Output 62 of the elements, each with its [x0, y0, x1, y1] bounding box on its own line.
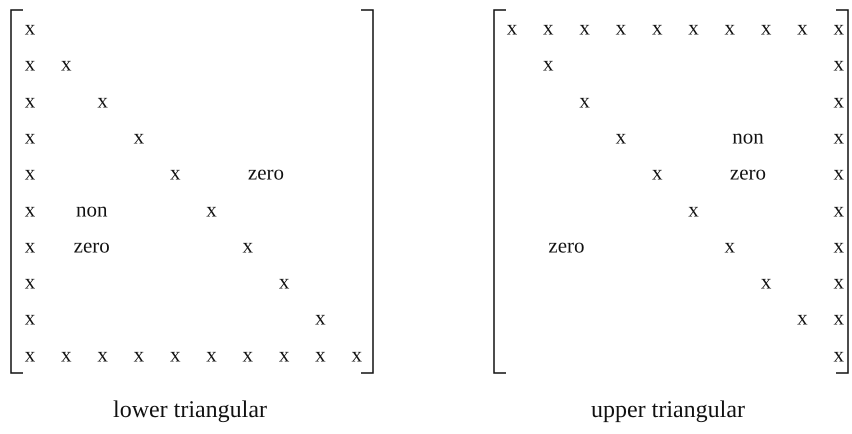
matrix-entry: x [315, 344, 326, 366]
region-label: zero [730, 162, 766, 184]
matrix-entry: x [24, 272, 36, 293]
matrix-entry: x [579, 18, 590, 38]
matrix-entry: x [61, 54, 72, 75]
matrix-entry: x [833, 308, 844, 329]
matrix-entry: x [24, 54, 36, 75]
region-label: zero [74, 235, 110, 256]
matrix-entry: x [351, 344, 362, 366]
matrix-entry: x [833, 126, 844, 148]
matrix-entry: x [315, 308, 326, 329]
matrix-entry: x [170, 344, 180, 366]
matrix-entry: x [242, 235, 254, 256]
matrix-entry: x [242, 344, 254, 366]
matrix-entry: x [24, 90, 36, 112]
matrix-entry: x [833, 162, 844, 184]
matrix-entry: x [24, 162, 36, 184]
matrix-entry: x [134, 344, 144, 366]
matrix-entry: x [616, 18, 626, 38]
matrix-entry: x [134, 126, 144, 148]
matrix-entry: x [616, 126, 626, 148]
matrix-entry: x [97, 90, 108, 112]
matrix-entry: x [97, 344, 108, 366]
region-label: zero [248, 162, 284, 184]
matrix-entry: x [206, 199, 217, 220]
matrix-entry: x [833, 344, 844, 366]
matrix-entry: x [760, 18, 772, 38]
matrix-entry: x [833, 199, 844, 220]
matrix-entry: x [724, 18, 736, 38]
matrix-entry: x [278, 344, 290, 366]
matrix-entry: x [278, 272, 290, 293]
region-label: zero [548, 235, 584, 256]
matrix-entry: x [24, 199, 36, 220]
matrix-entry: x [760, 272, 772, 293]
matrix-caption: lower triangular [113, 398, 267, 422]
matrix-entry: x [206, 344, 217, 366]
matrix-entry: x [688, 18, 699, 38]
matrix-entry: x [543, 18, 554, 38]
matrix-entry: x [833, 235, 844, 256]
matrix-entry: x [833, 54, 844, 75]
matrix-entry: x [24, 308, 36, 329]
matrix-entry: x [24, 126, 36, 148]
matrix-entry: x [24, 344, 36, 366]
matrix-entry: x [797, 18, 808, 38]
matrix-entry: x [170, 162, 180, 184]
matrix-entry: x [797, 308, 808, 329]
region-label: non [76, 199, 108, 220]
matrix-entry: x [506, 18, 518, 38]
matrix-entry: x [652, 162, 662, 184]
region-label: non [732, 126, 764, 148]
matrix-entry: x [61, 344, 72, 366]
matrix-entry: x [833, 272, 844, 293]
matrix-entry: x [833, 90, 844, 112]
matrix-entry: x [833, 18, 844, 38]
matrix-entry: x [688, 199, 699, 220]
matrix-caption: upper triangular [591, 398, 745, 422]
matrix-entry: x [652, 18, 662, 38]
matrix-entry: x [543, 54, 554, 75]
matrix-entry: x [724, 235, 736, 256]
matrix-entry: x [579, 90, 590, 112]
matrix-entry: x [24, 18, 36, 38]
matrix-entry: x [24, 235, 36, 256]
